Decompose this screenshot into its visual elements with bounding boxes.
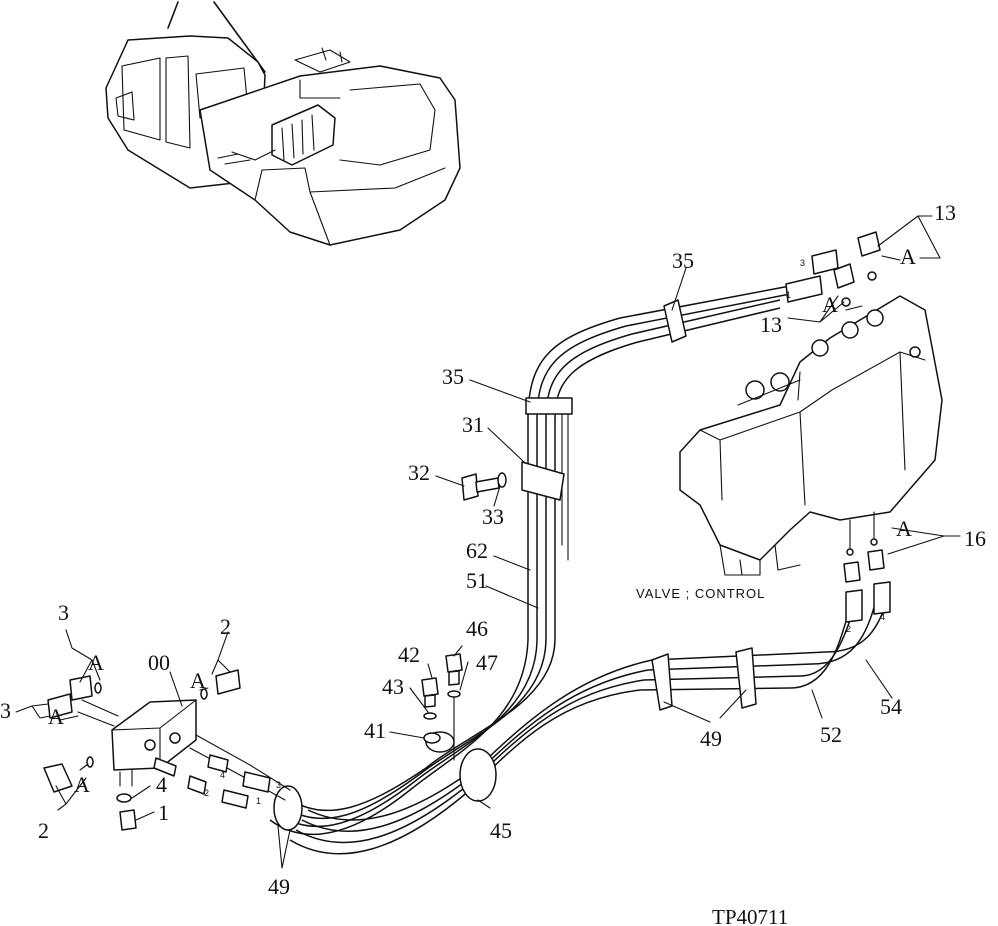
callout-49-left: 49 bbox=[268, 874, 290, 899]
control-valve bbox=[679, 295, 943, 576]
manifold-block bbox=[77, 699, 291, 809]
callout-33: 33 bbox=[482, 504, 504, 529]
callout-35-left: 35 bbox=[442, 364, 464, 389]
marker-hose-4-valve: 4 bbox=[880, 612, 885, 622]
marker-hose-3-left: 3 bbox=[276, 780, 281, 790]
fittings-41-47 bbox=[421, 653, 463, 761]
callout-a-left: A bbox=[48, 704, 64, 729]
hose-markers: 3 1 2 4 4 2 1 3 bbox=[204, 258, 885, 806]
callout-4: 4 bbox=[156, 772, 167, 797]
callout-46: 46 bbox=[466, 616, 488, 641]
callout-labels: 13 A 13 A 35 35 31 32 33 62 51 16 A 46 4… bbox=[0, 200, 986, 899]
callout-a-mid: A bbox=[822, 292, 838, 317]
bolt-32 bbox=[461, 472, 507, 501]
callout-49-right: 49 bbox=[700, 726, 722, 751]
marker-hose-4-left: 4 bbox=[220, 770, 225, 780]
callout-a-lower-left: A bbox=[74, 772, 90, 797]
callout-32: 32 bbox=[408, 460, 430, 485]
valve-bottom-fittings bbox=[843, 511, 891, 623]
callout-3-left: 3 bbox=[0, 698, 11, 723]
callout-a-valve: A bbox=[896, 516, 912, 541]
callout-a-upper-left: A bbox=[88, 650, 104, 675]
callout-31: 31 bbox=[462, 412, 484, 437]
hose-clamps bbox=[273, 299, 757, 831]
callout-45: 45 bbox=[490, 818, 512, 843]
callout-62: 62 bbox=[466, 538, 488, 563]
callout-52: 52 bbox=[820, 722, 842, 747]
excavator-overview bbox=[105, 1, 461, 246]
marker-hose-2-left: 2 bbox=[204, 788, 209, 798]
callout-13-mid: 13 bbox=[760, 312, 782, 337]
drawing-code: TP40711 bbox=[712, 905, 788, 926]
callout-00: 00 bbox=[148, 650, 170, 675]
callout-43: 43 bbox=[382, 674, 404, 699]
callout-1: 1 bbox=[158, 800, 169, 825]
callout-3-top: 3 bbox=[58, 600, 69, 625]
manifold-fittings bbox=[43, 669, 241, 831]
valve-caption: VALVE ; CONTROL bbox=[636, 586, 765, 601]
callout-2-bottom: 2 bbox=[38, 818, 49, 843]
marker-hose-2-valve: 2 bbox=[846, 624, 851, 634]
callout-42: 42 bbox=[398, 642, 420, 667]
callout-2-top: 2 bbox=[220, 614, 231, 639]
callout-54: 54 bbox=[880, 694, 902, 719]
callout-a-right: A bbox=[190, 668, 206, 693]
callout-47: 47 bbox=[476, 650, 498, 675]
marker-hose-1-top: 1 bbox=[786, 290, 791, 300]
callout-41: 41 bbox=[364, 718, 386, 743]
marker-hose-1-left: 1 bbox=[256, 796, 261, 806]
callout-16: 16 bbox=[964, 526, 986, 551]
valve-top-fittings bbox=[785, 231, 881, 307]
callout-a-top: A bbox=[900, 244, 916, 269]
hose-bundle bbox=[269, 285, 889, 855]
callout-13-top: 13 bbox=[934, 200, 956, 225]
leader-lines bbox=[15, 215, 961, 869]
callout-51: 51 bbox=[466, 568, 488, 593]
callout-35-right: 35 bbox=[672, 248, 694, 273]
marker-hose-3-top: 3 bbox=[800, 258, 805, 268]
